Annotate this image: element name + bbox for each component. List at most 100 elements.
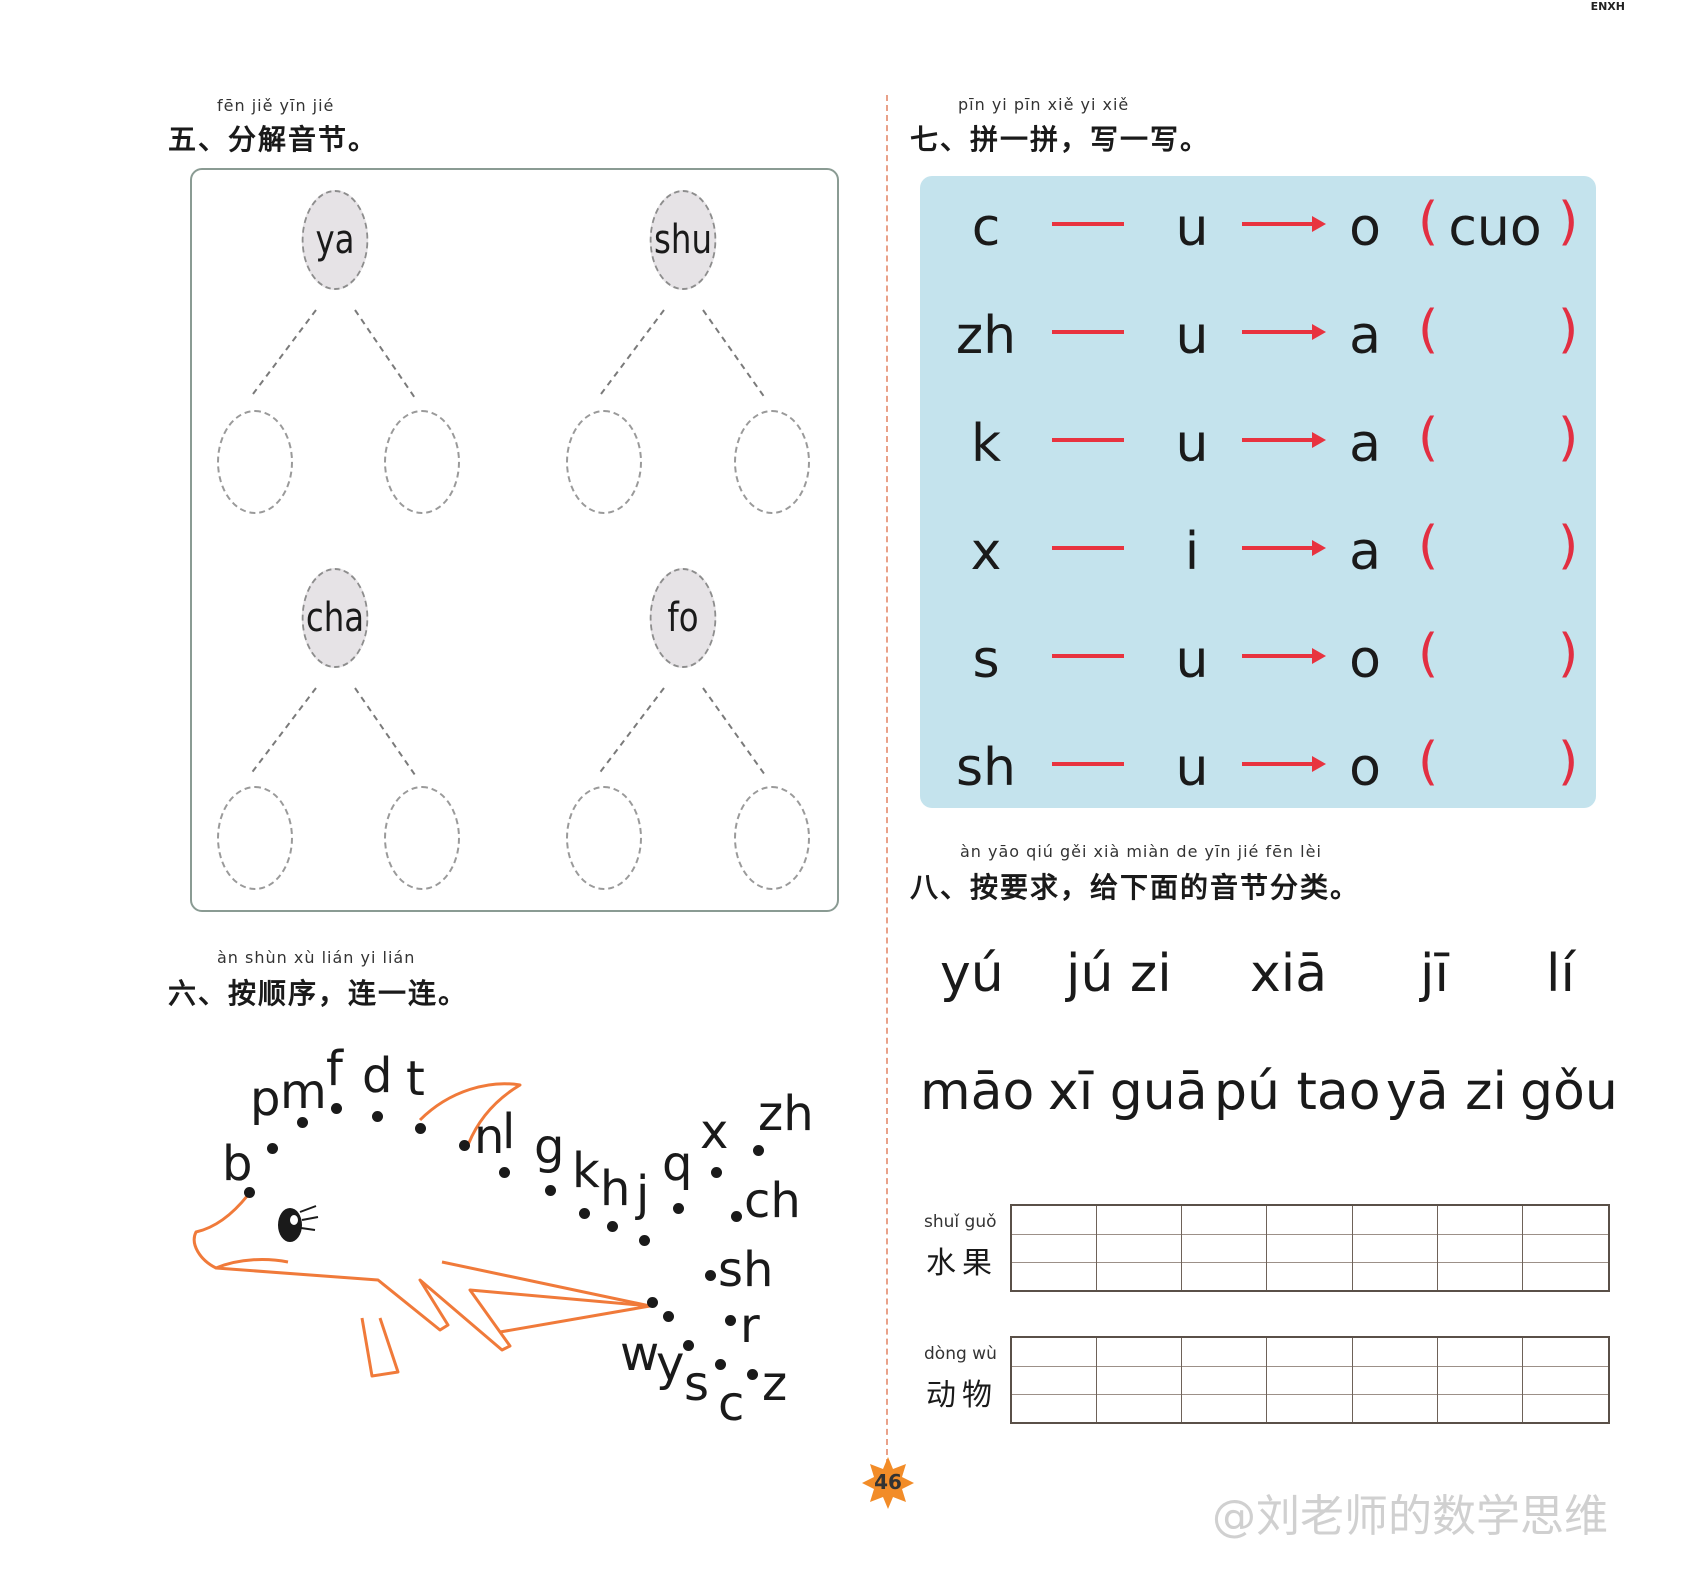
answer-circle[interactable] [734,410,810,514]
section7-title: 七、拼一拼，写一写。 [910,123,1211,156]
syllable-word: jī [1420,944,1449,1004]
open-paren: ( [1418,192,1439,252]
connect-dot[interactable] [415,1123,426,1134]
grid-cell[interactable] [1012,1338,1098,1422]
row-final: a [1349,306,1381,366]
connect-dot[interactable] [579,1208,590,1219]
letter-d: d [362,1048,393,1104]
dash-line [1052,546,1124,550]
page-number: 46 [874,1470,902,1494]
connect-dot[interactable] [715,1359,726,1370]
answer-circle[interactable] [566,410,642,514]
fruit-writing-grid[interactable] [1010,1204,1610,1292]
connect-dot[interactable] [372,1111,383,1122]
connect-dot[interactable] [459,1140,470,1151]
connect-dot[interactable] [731,1211,742,1222]
close-paren: ) [1558,516,1579,576]
close-paren: ) [1558,408,1579,468]
syllable-word: gǒu [1520,1062,1618,1122]
close-paren: ) [1558,300,1579,360]
connect-dot[interactable] [705,1270,716,1281]
grid-cell[interactable] [1097,1206,1183,1290]
letter-n: n [474,1109,505,1165]
grid-cell[interactable] [1437,1206,1523,1290]
connect-dot[interactable] [499,1167,510,1178]
right-arrow-icon [1242,648,1326,664]
grid-cell[interactable] [1437,1338,1523,1422]
answer-field[interactable]: cuo [1448,198,1542,258]
connect-dot[interactable] [331,1103,342,1114]
letter-j: j [636,1166,650,1222]
section6-pinyin: àn shùn xù lián yi lián [217,948,416,967]
row-initial: s [972,630,1000,690]
letter-m: m [280,1064,327,1120]
connect-dot[interactable] [747,1369,758,1380]
close-paren: ) [1558,732,1579,792]
answer-circle[interactable] [734,786,810,890]
right-arrow-icon [1242,756,1326,772]
section6-title: 六、按顺序，连一连。 [168,977,469,1010]
section5-pinyin: fēn jiě yīn jié [217,96,335,115]
open-paren: ( [1418,300,1439,360]
syllable-word: yā zi [1386,1062,1507,1122]
row-medial: i [1184,522,1200,582]
letter-sh: sh [718,1242,774,1298]
connect-dot[interactable] [663,1311,674,1322]
open-paren: ( [1418,516,1439,576]
letter-b: b [222,1136,253,1192]
connect-dot[interactable] [673,1203,684,1214]
row-medial: u [1175,738,1209,798]
letter-z: z [762,1356,788,1412]
grid-cell[interactable] [1182,1206,1268,1290]
grid-cell[interactable] [1352,1206,1438,1290]
grid-cell[interactable] [1522,1338,1609,1422]
row-final: a [1349,414,1381,474]
spelling-panel [920,176,1596,808]
open-paren: ( [1418,408,1439,468]
grid-cell[interactable] [1522,1206,1609,1290]
answer-circle[interactable] [217,410,293,514]
row-initial: c [971,198,1001,258]
connect-dot[interactable] [297,1117,308,1128]
section8-pinyin: àn yāo qiú gěi xià miàn de yīn jié fēn l… [960,842,1322,861]
right-arrow-icon [1242,540,1326,556]
grid-cell[interactable] [1267,1206,1353,1290]
letter-x: x [700,1104,729,1160]
row-initial: zh [955,306,1017,366]
section8-title: 八、按要求，给下面的音节分类。 [910,871,1361,904]
syllable-bubble-cha: cha [301,568,369,668]
grid-cell[interactable] [1182,1338,1268,1422]
connect-dot[interactable] [711,1167,722,1178]
grid-cell[interactable] [1097,1338,1183,1422]
grid-cell[interactable] [1352,1338,1438,1422]
category-pinyin: dòng wù [924,1344,997,1364]
animal-writing-grid[interactable] [1010,1336,1610,1424]
page-divider [886,95,888,1465]
connect-dot[interactable] [267,1143,278,1154]
grid-cell[interactable] [1267,1338,1353,1422]
answer-circle[interactable] [384,410,460,514]
row-initial: k [970,414,1002,474]
connect-dot[interactable] [639,1235,650,1246]
open-paren: ( [1418,732,1439,792]
connect-dot[interactable] [607,1221,618,1232]
connect-dot[interactable] [647,1297,658,1308]
grid-cell[interactable] [1012,1206,1098,1290]
close-paren: ) [1558,192,1579,252]
answer-circle[interactable] [217,786,293,890]
connect-dot[interactable] [545,1185,556,1196]
connect-dot[interactable] [244,1187,255,1198]
row-medial: u [1175,306,1209,366]
answer-circle[interactable] [566,786,642,890]
syllable-word: xiā [1250,944,1328,1004]
connect-dot[interactable] [725,1315,736,1326]
letter-c: c [718,1376,745,1432]
connect-dot[interactable] [683,1340,694,1351]
syllable-bubble-shu: shu [649,190,717,290]
answer-circle[interactable] [384,786,460,890]
syllable-word: jú zi [1066,944,1172,1004]
category-pinyin: shuǐ guǒ [924,1212,997,1232]
letter-h: h [600,1161,631,1217]
connect-dot[interactable] [753,1145,764,1156]
